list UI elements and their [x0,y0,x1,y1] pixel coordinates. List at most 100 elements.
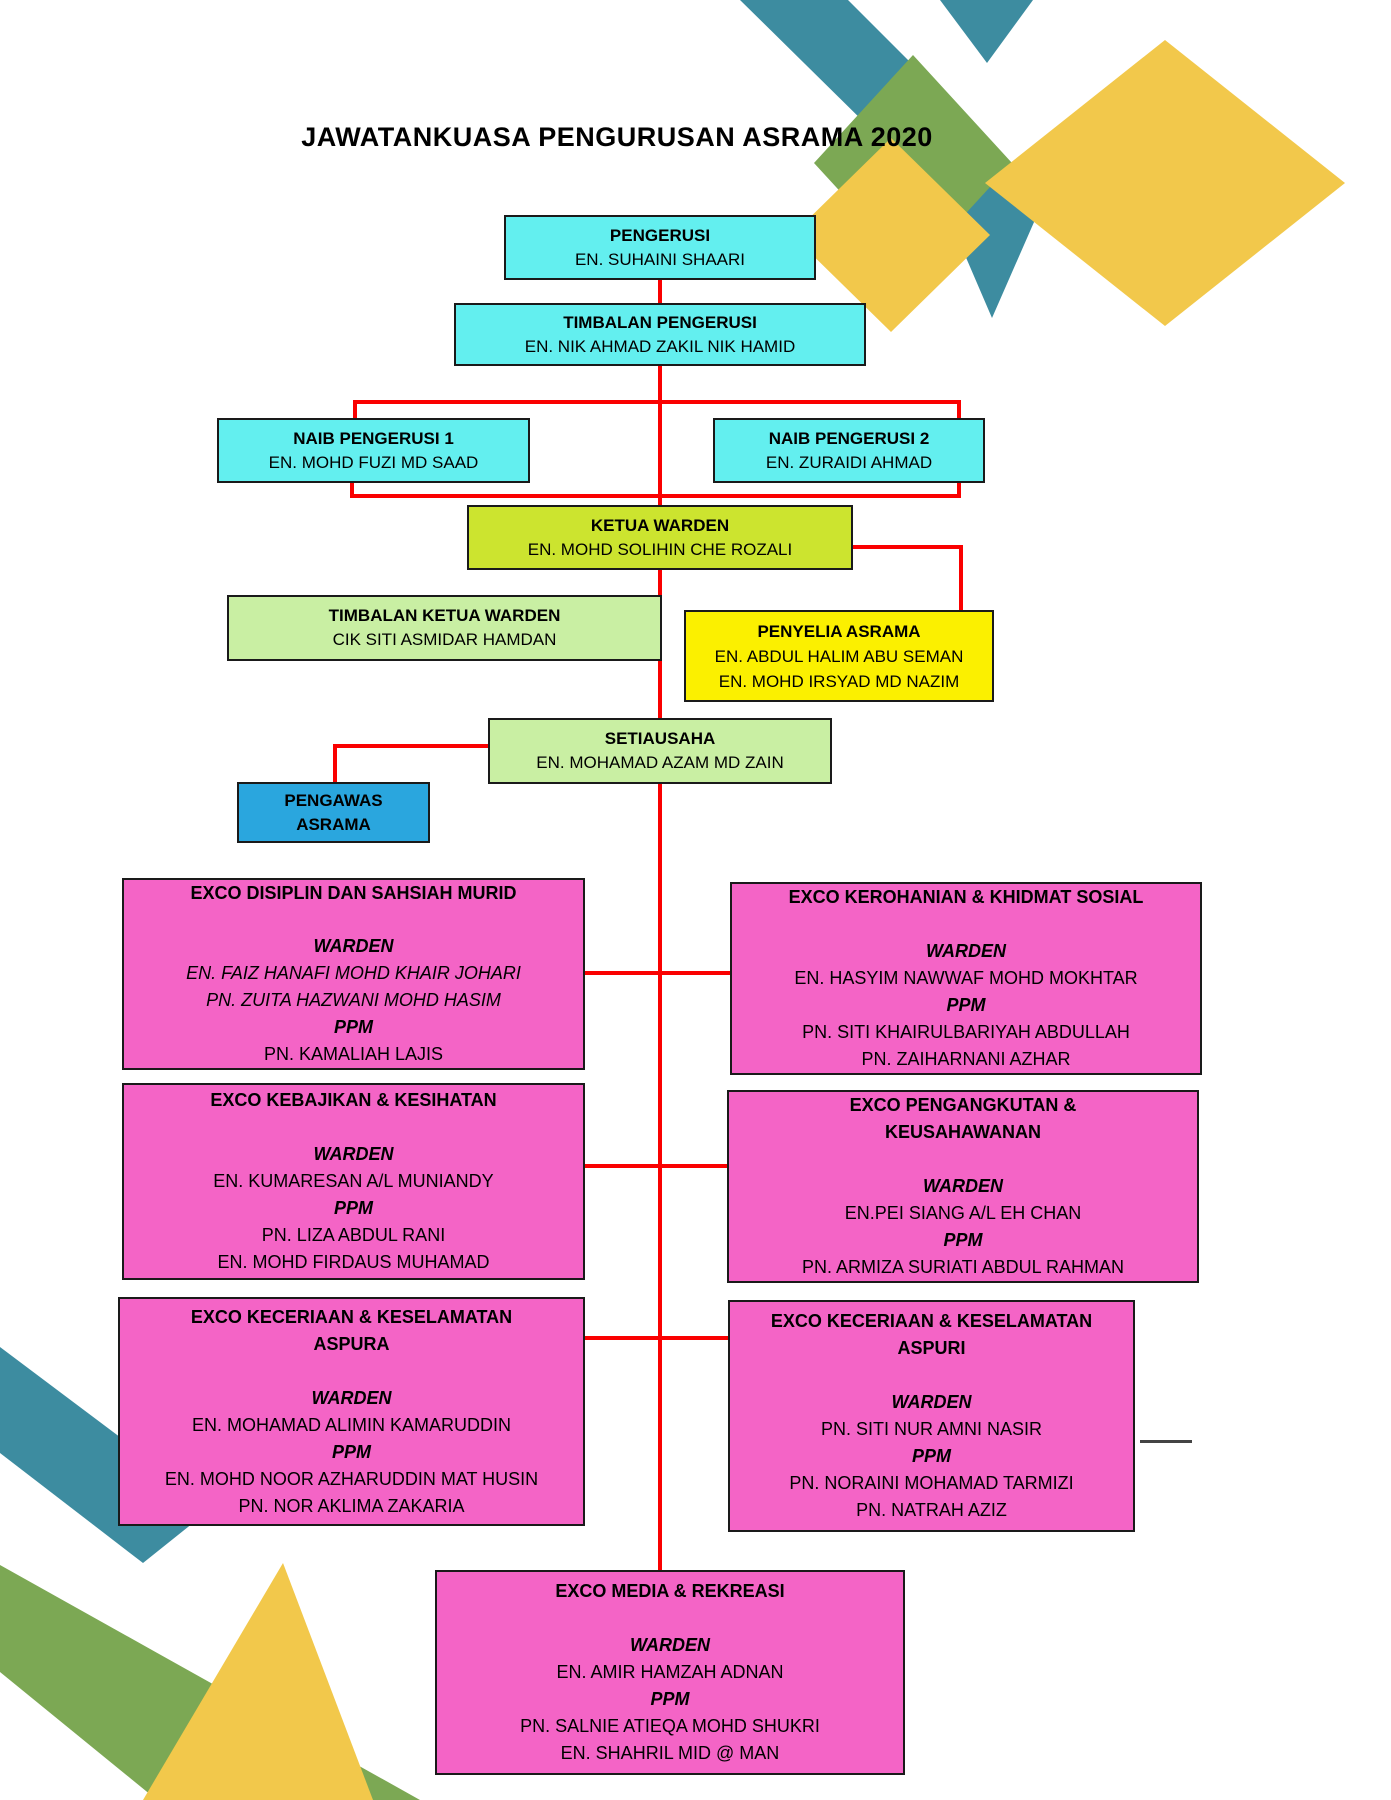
org-box-naib-pengerusi-2: NAIB PENGERUSI 2 EN. ZURAIDI AHMAD [713,418,985,483]
org-box-line: EN. NIK AHMAD ZAKIL NIK HAMID [524,336,796,356]
org-box-line: EXCO PENGANGKUTAN & [849,1095,1077,1115]
org-box-line: EN. MOHAMAD ALIMIN KAMARUDDIN [191,1414,512,1435]
org-box-line: EN. ZURAIDI AHMAD [765,452,933,472]
connector-naib1-bottom [350,483,354,498]
decor-yellow-triangle-icon [143,1563,373,1800]
org-box-line: EXCO KEROHANIAN & KHIDMAT SOSIAL [788,887,1144,907]
org-box-line: EN. ABDUL HALIM ABU SEMAN [714,646,964,666]
org-box-line [729,1146,1197,1173]
connector-main-trunk [658,784,662,1572]
org-box-line: PN. SITI KHAIRULBARIYAH ABDULLAH [802,1022,1130,1042]
org-box-line: CIK SITI ASMIDAR HAMDAN [332,630,557,649]
org-box-naib-pengerusi-1: NAIB PENGERUSI 1 EN. MOHD FUZI MD SAAD [217,418,530,483]
org-box-line: WARDEN [313,936,394,956]
org-box-line: WARDEN [923,1176,1003,1196]
org-box-line: EN. MOHD NOOR AZHARUDDIN MAT HUSIN [164,1468,539,1489]
connector-exco-row2 [585,1164,727,1168]
org-box-line: PPM [331,1441,371,1462]
org-box-timbalan-pengerusi: TIMBALAN PENGERUSI EN. NIK AHMAD ZAKIL NI… [454,303,866,366]
org-box-line [124,1114,583,1141]
org-box-line: SETIAUSAHA [604,729,716,748]
org-box-line: EN.PEI SIANG A/L EH CHAN [844,1203,1082,1223]
org-box-line: EN. SUHAINI SHAARI [574,249,746,269]
org-box-pengawas-asrama: PENGAWAS ASRAMA [237,782,430,843]
connector-naib2-drop [957,400,961,420]
org-box-line: EN. MOHD IRSYAD MD NAZIM [718,671,960,691]
connector-setiausaha-pengawas-h [333,744,490,748]
org-box-line: TIMBALAN KETUA WARDEN [328,606,561,625]
org-box-line: ASPURI [897,1338,966,1358]
org-box-line: NAIB PENGERUSI 2 [768,428,930,448]
org-box-line: EN. AMIR HAMZAH ADNAN [556,1662,784,1682]
connector-setiausaha-pengawas-v [333,744,337,784]
org-box-ketua-warden: KETUA WARDEN EN. MOHD SOLIHIN CHE ROZALI [467,505,853,570]
connector-ketua-penyelia-v [959,545,963,612]
org-box-line: PN. SALNIE ATIEQA MOHD SHUKRI [520,1716,820,1736]
org-box-line: EN. MOHD SOLIHIN CHE ROZALI [527,539,793,559]
org-box-line: ASRAMA [296,814,371,834]
org-box-line: PN. LIZA ABDUL RANI [261,1225,446,1245]
org-box-line: WARDEN [313,1144,394,1164]
org-box-timbalan-ketua-warden: TIMBALAN KETUA WARDEN CIK SITI ASMIDAR HA… [227,595,662,661]
connector-naib2-bottom [957,483,961,498]
org-box-line [120,1358,583,1385]
org-box-line: EN. FAIZ HANAFI MOHD KHAIR JOHARI [186,963,521,983]
org-box-line: PPM [650,1689,690,1709]
org-box-line: EXCO DISIPLIN DAN SAHSIAH MURID [190,883,517,903]
org-box-line: PN. ARMIZA SURIATI ABDUL RAHMAN [801,1257,1125,1277]
org-box-line: EN. SHAHRIL MID @ MAN [560,1743,780,1763]
org-box-line: TIMBALAN PENGERUSI [563,312,757,332]
decor-yellow-diamond-icon [792,138,990,332]
org-box-line: PPM [911,1446,951,1466]
org-box-line: WARDEN [630,1635,710,1655]
org-box-line: PN. NORAINI MOHAMAD TARMIZI [789,1473,1074,1493]
org-box-line [730,1362,1133,1389]
org-box-line: EN. HASYIM NAWWAF MOHD MOKHTAR [794,968,1138,988]
org-box-line: EN. KUMARESAN A/L MUNIANDY [213,1171,494,1191]
connector-exco-row1 [585,971,730,975]
connector-timbalan-ketua [658,366,662,507]
org-box-line: NAIB PENGERUSI 1 [293,428,454,448]
org-box-line: PN. NOR AKLIMA ZAKARIA [238,1495,465,1516]
org-box-line: PENYELIA ASRAMA [757,621,921,641]
org-box-exco-pengangkutan: EXCO PENGANGKUTAN & KEUSAHAWANAN WARDEN EN.… [727,1090,1199,1283]
stray-line [1140,1440,1192,1443]
org-box-pengerusi: PENGERUSI EN. SUHAINI SHAARI [504,215,816,280]
org-box-line: EN. MOHAMAD AZAM MD ZAIN [536,753,784,772]
org-box-line: EXCO KECERIAAN & KESELAMATAN [190,1306,513,1327]
decor-teal-triangle-icon [940,0,1033,63]
org-box-line: PN. KAMALIAH LAJIS [263,1044,444,1064]
connector-naib1-drop [353,400,357,420]
org-box-line: EXCO KECERIAAN & KESELAMATAN [770,1311,1093,1331]
org-box-exco-keceriaan-aspuri: EXCO KECERIAAN & KESELAMATAN ASPURI WARDEN… [728,1300,1135,1532]
org-box-line: WARDEN [891,1392,972,1412]
org-box-line: PENGERUSI [609,225,711,245]
org-box-line: ASPURA [313,1333,390,1354]
org-box-line [732,911,1200,938]
org-box-setiausaha: SETIAUSAHA EN. MOHAMAD AZAM MD ZAIN [488,718,832,784]
connector-exco-row3 [585,1336,728,1340]
org-box-line: EN. MOHD FIRDAUS MUHAMAD [217,1252,490,1272]
org-box-line: PN. SITI NUR AMNI NASIR [820,1419,1043,1439]
org-box-line [437,1605,903,1632]
org-box-line: PPM [333,1017,373,1037]
org-box-line: PN. ZAIHARNANI AZHAR [861,1049,1071,1069]
connector-ketua-penyelia-h [853,545,963,549]
org-box-line: PN. NATRAH AZIZ [856,1500,1007,1520]
org-box-exco-kebajikan: EXCO KEBAJIKAN & KESIHATAN WARDEN EN. KUMA… [122,1083,585,1280]
org-box-line: PPM [946,995,986,1015]
connector-naib-top [353,400,961,404]
org-box-line: PPM [333,1198,373,1218]
page-title: JAWATANKUASA PENGURUSAN ASRAMA 2020 [301,122,933,152]
org-box-line: EN. MOHD FUZI MD SAAD [268,452,479,472]
org-box-line: KEUSAHAWANAN [884,1122,1041,1142]
org-box-line: PENGAWAS [284,790,383,810]
org-box-line: KETUA WARDEN [590,515,730,535]
connector-naib-bottom-bar [350,494,961,498]
org-box-line: EXCO KEBAJIKAN & KESIHATAN [210,1090,497,1110]
decor-yellow-diamond-large-icon [985,40,1345,326]
